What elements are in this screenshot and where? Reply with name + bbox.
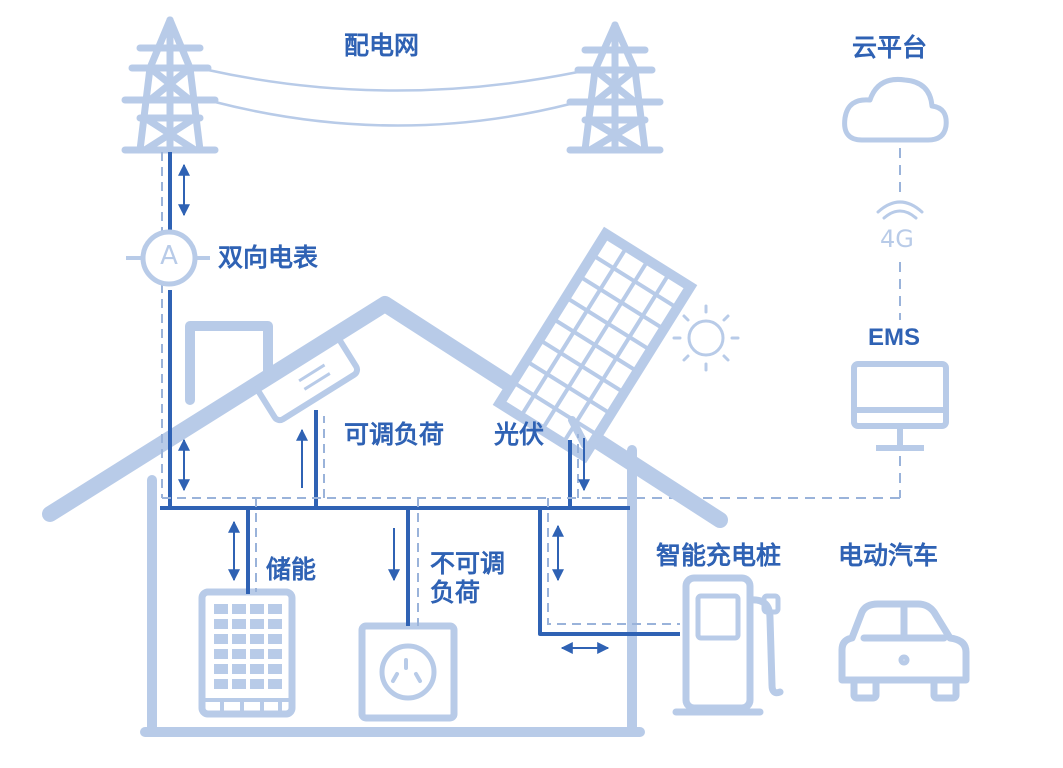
meter-icon (126, 229, 210, 287)
network-label: 4G (880, 225, 914, 253)
tower-right-icon (566, 21, 664, 154)
flow-arrows (178, 163, 610, 654)
meter-symbol: A (160, 241, 178, 271)
tower-left-icon (121, 16, 219, 154)
charger-label: 智能充电桩 (656, 541, 782, 570)
storage-label: 储能 (266, 555, 317, 584)
pv-label: 光伏 (494, 420, 545, 449)
charging-pile-icon (672, 574, 784, 716)
cloud-label: 云平台 (852, 33, 928, 62)
sun-icon (672, 304, 740, 372)
solar-panel-icon (492, 226, 698, 464)
battery-storage-icon (198, 588, 296, 718)
ev-label: 电动汽车 (838, 541, 939, 570)
meter-label: 双向电表 (218, 243, 319, 272)
grid-label: 配电网 (344, 31, 420, 60)
ems-label: EMS (868, 324, 921, 351)
wireless-icon (876, 200, 924, 220)
power-lines (160, 152, 680, 636)
signal-lines (161, 152, 680, 626)
adjustable-load-label: 可调负荷 (344, 420, 445, 449)
car-icon (838, 600, 970, 702)
solar-panel-mount (568, 416, 589, 449)
outlet-pins (391, 658, 422, 683)
fixed-load-label: 不可调负荷 (430, 549, 506, 607)
house-structure (42, 296, 728, 737)
cloud-icon (842, 76, 949, 143)
grid-wires (207, 68, 579, 127)
wall-outlet-icon (358, 622, 458, 722)
ems-monitor-icon (851, 361, 949, 451)
air-conditioner-icon (254, 335, 361, 424)
